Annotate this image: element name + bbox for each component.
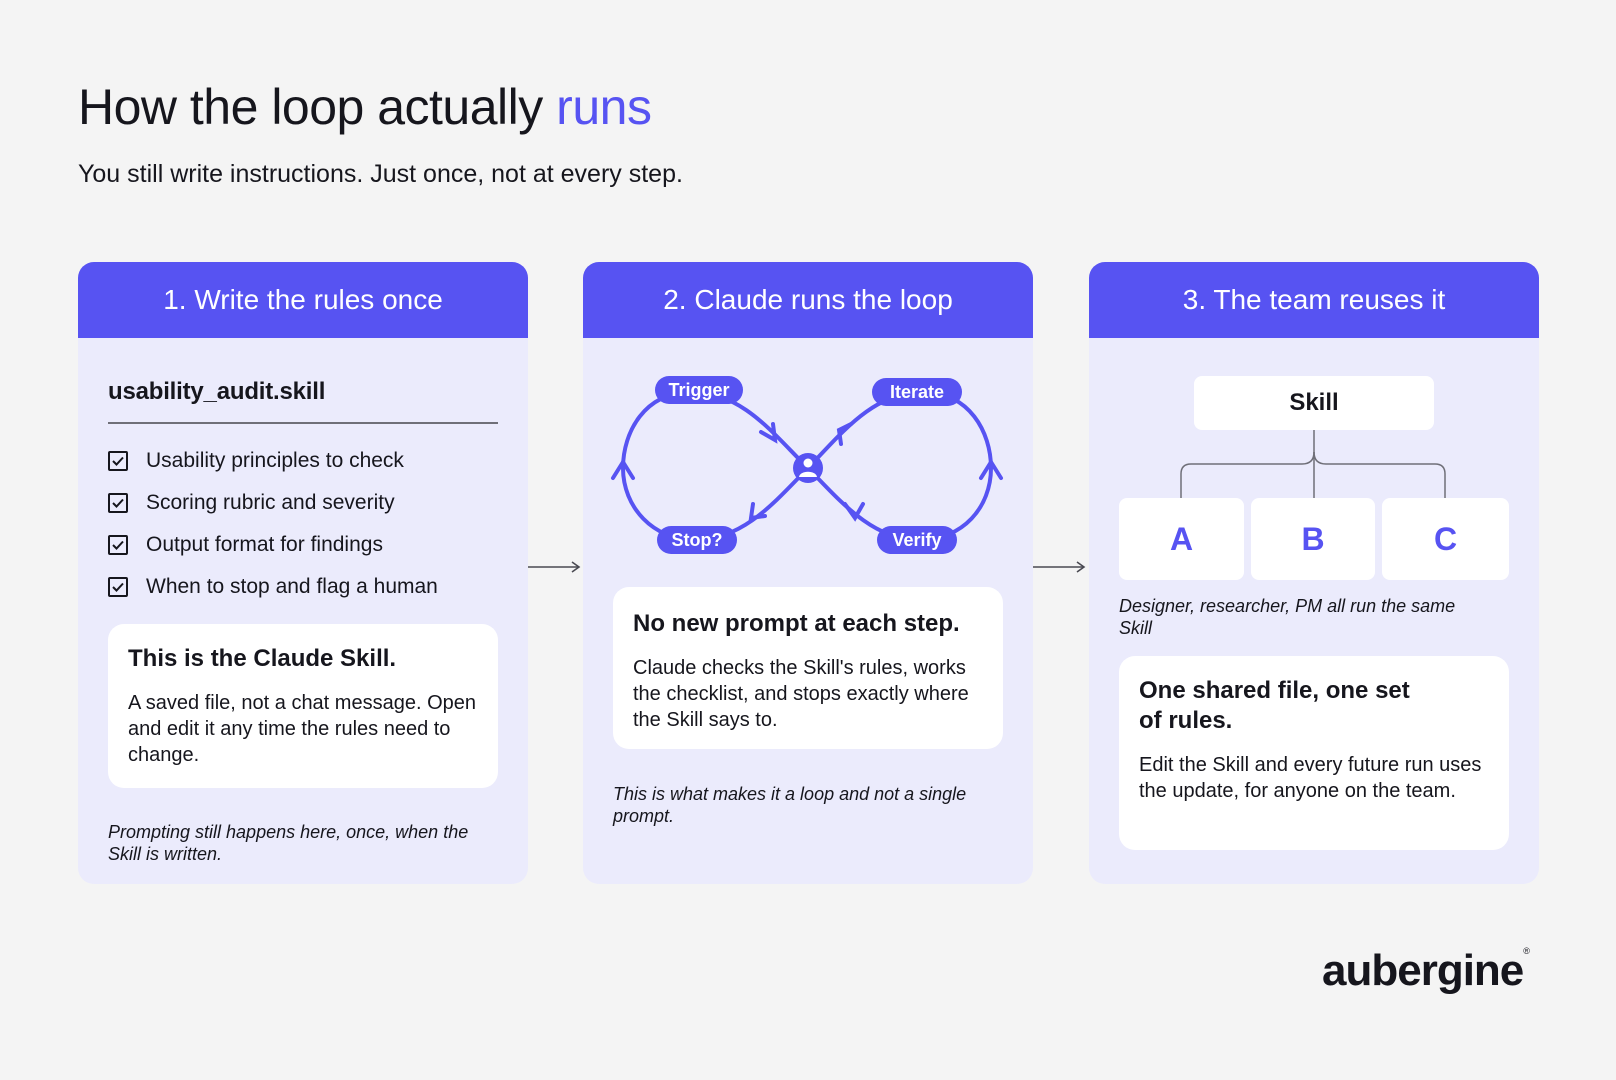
checklist-item-label: Usability principles to check (146, 449, 404, 472)
svg-text:Verify: Verify (892, 530, 941, 550)
step-2-header: 2. Claude runs the loop (583, 262, 1033, 338)
shared-file-body: Edit the Skill and every future run uses… (1139, 754, 1482, 802)
skill-explainer-box: This is the Claude Skill. A saved file, … (108, 624, 498, 788)
svg-text:Trigger: Trigger (668, 380, 729, 400)
skill-node: Skill (1194, 376, 1434, 430)
checklist-item-label: Output format for findings (146, 533, 383, 556)
registered-mark: ® (1523, 946, 1530, 956)
loop-arrow-icon (843, 502, 865, 522)
team-tree-connector (1180, 430, 1446, 498)
no-prompt-body: Claude checks the Skill's rules, works t… (633, 657, 969, 731)
file-divider (108, 422, 498, 424)
checklist-item: Usability principles to check (108, 440, 438, 482)
brand-name: aubergine (1322, 946, 1524, 995)
step-2-note: This is what makes it a loop and not a s… (613, 784, 967, 826)
step-3-card: 3. The team reuses it Skill A B C Design… (1089, 262, 1539, 884)
rules-checklist: Usability principles to check Scoring ru… (108, 440, 438, 608)
checklist-item-label: Scoring rubric and severity (146, 491, 395, 514)
checklist-item: Output format for findings (108, 524, 438, 566)
team-member-b: B (1251, 498, 1375, 580)
no-prompt-title: No new prompt at each step. (633, 610, 960, 637)
team-member-c: C (1382, 498, 1509, 580)
step-1-header: 1. Write the rules once (78, 262, 528, 338)
checkbox-checked-icon (108, 451, 128, 471)
loop-arrow-icon (611, 458, 635, 480)
checkbox-checked-icon (108, 493, 128, 513)
step-2-card: 2. Claude runs the loop Trigger Iterate (583, 262, 1033, 884)
page-title: How the loop actually runs (78, 78, 652, 136)
loop-arrow-icon (979, 458, 1003, 480)
shared-file-box: One shared file, one set of rules. Edit … (1119, 656, 1509, 850)
team-member-a: A (1119, 498, 1244, 580)
checklist-item: Scoring rubric and severity (108, 482, 438, 524)
loop-arrow-icon (759, 422, 778, 444)
checkbox-checked-icon (108, 577, 128, 597)
checklist-item-label: When to stop and flag a human (146, 575, 438, 598)
step-3-header: 3. The team reuses it (1089, 262, 1539, 338)
shared-file-title: One shared file, one set of rules. (1139, 677, 1410, 734)
skill-explainer-body: A saved file, not a chat message. Open a… (128, 692, 476, 766)
svg-text:Iterate: Iterate (890, 382, 944, 402)
infinity-loop-diagram: Trigger Iterate Stop? Verify (611, 376, 1003, 554)
loop-label-stop: Stop? (657, 526, 737, 554)
loop-arrow-icon (748, 502, 767, 521)
step-1-note: Prompting still happens here, once, when… (108, 822, 469, 864)
checkbox-checked-icon (108, 535, 128, 555)
loop-path-right (806, 389, 994, 543)
step-1-card: 1. Write the rules once usability_audit.… (78, 262, 528, 884)
skill-file-name: usability_audit.skill (108, 378, 326, 405)
no-prompt-box: No new prompt at each step. Claude check… (613, 587, 1003, 749)
step-3-note: Designer, researcher, PM all run the sam… (1119, 596, 1456, 638)
skill-explainer-title: This is the Claude Skill. (128, 645, 397, 672)
flow-arrow-icon (1033, 561, 1086, 573)
svg-text:Stop?: Stop? (672, 530, 723, 550)
loop-label-trigger: Trigger (655, 376, 743, 404)
loop-label-iterate: Iterate (872, 378, 962, 406)
flow-arrow-icon (528, 561, 581, 573)
loop-arrow-icon (836, 422, 853, 446)
page-subtitle: You still write instructions. Just once,… (78, 160, 683, 188)
loop-path-left (620, 389, 810, 543)
checklist-item: When to stop and flag a human (108, 566, 438, 608)
brand-logo: aubergine® (1322, 946, 1530, 996)
claude-user-icon (793, 453, 823, 483)
title-main: How the loop actually (78, 79, 557, 135)
loop-label-verify: Verify (877, 526, 957, 554)
title-accent: runs (556, 79, 652, 135)
